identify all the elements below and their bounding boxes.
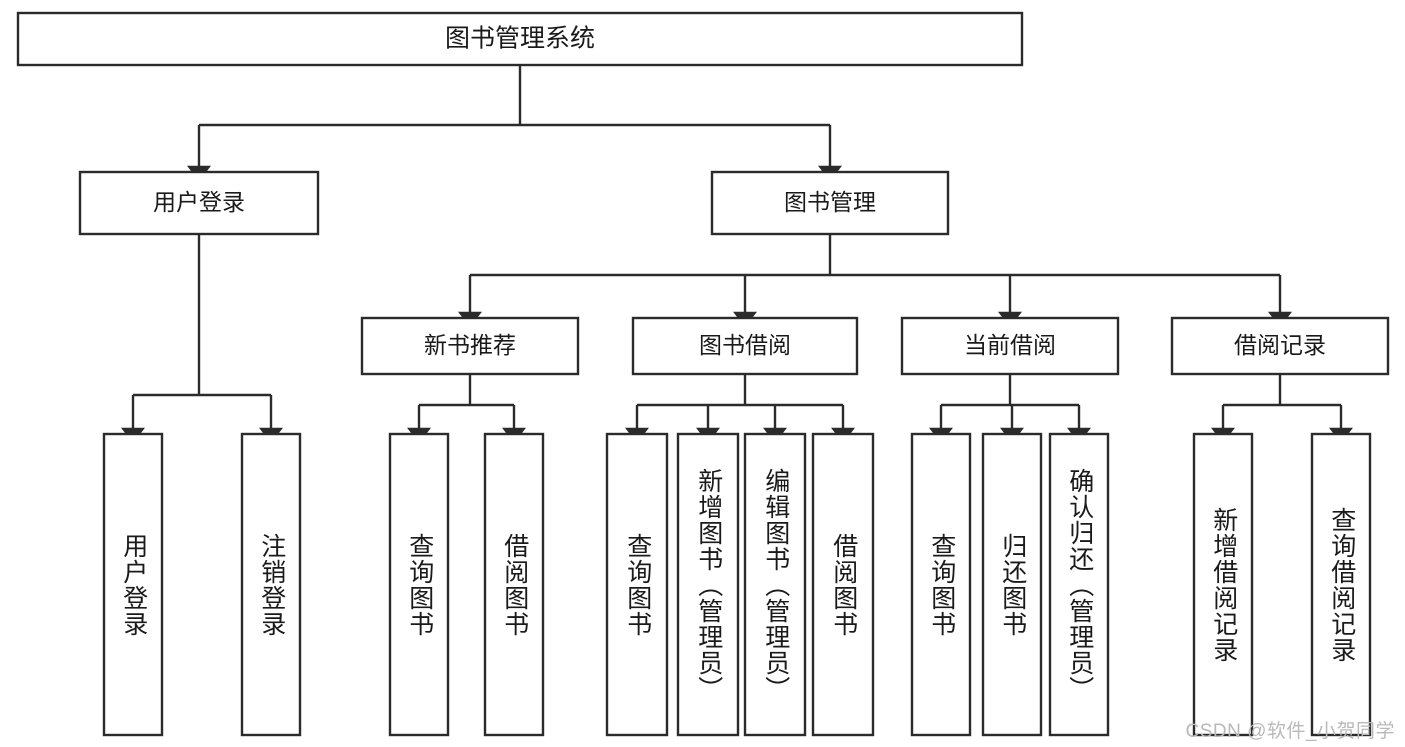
node-leaf-user-logout[interactable] [240,432,302,737]
node-leaf-query-book-brw[interactable] [605,432,669,737]
root-node[interactable]: 图书管理系统 [16,11,1024,67]
node-leaf-borrow-book-brw[interactable] [811,432,875,737]
node-label: 图书借阅 [699,332,791,358]
node-label: 当前借阅 [964,332,1056,358]
node-new-book-recommend[interactable]: 新书推荐 [360,316,580,376]
node-label: 图书管理系统 [445,25,595,53]
node-book-borrow[interactable]: 图书借阅 [631,316,859,376]
node-leaf-confirm-return[interactable] [1048,432,1110,737]
node-label: 图书管理 [784,189,876,215]
node-current-borrow[interactable]: 当前借阅 [900,316,1120,376]
node-label: 借阅记录 [1234,332,1326,358]
node-leaf-query-book-cur[interactable] [910,432,972,737]
node-leaf-return-book[interactable] [981,432,1043,737]
node-label: 新书推荐 [424,332,516,358]
node-leaf-edit-book[interactable] [743,432,807,737]
node-leaf-add-book[interactable] [676,432,740,737]
node-book-manage[interactable]: 图书管理 [710,170,950,236]
connector-group [121,65,1353,444]
watermark-text: CSDN @软件_小贺同学 [1185,721,1395,742]
node-leaf-add-record[interactable] [1192,432,1254,737]
node-borrow-record[interactable]: 借阅记录 [1170,316,1390,376]
node-leaf-user-login[interactable] [102,432,164,737]
node-user-login[interactable]: 用户登录 [78,170,320,236]
node-leaf-query-record[interactable] [1310,432,1372,737]
node-leaf-query-book-rec[interactable] [388,432,450,737]
node-leaf-borrow-book-rec[interactable] [483,432,545,737]
node-label: 用户登录 [153,189,245,215]
